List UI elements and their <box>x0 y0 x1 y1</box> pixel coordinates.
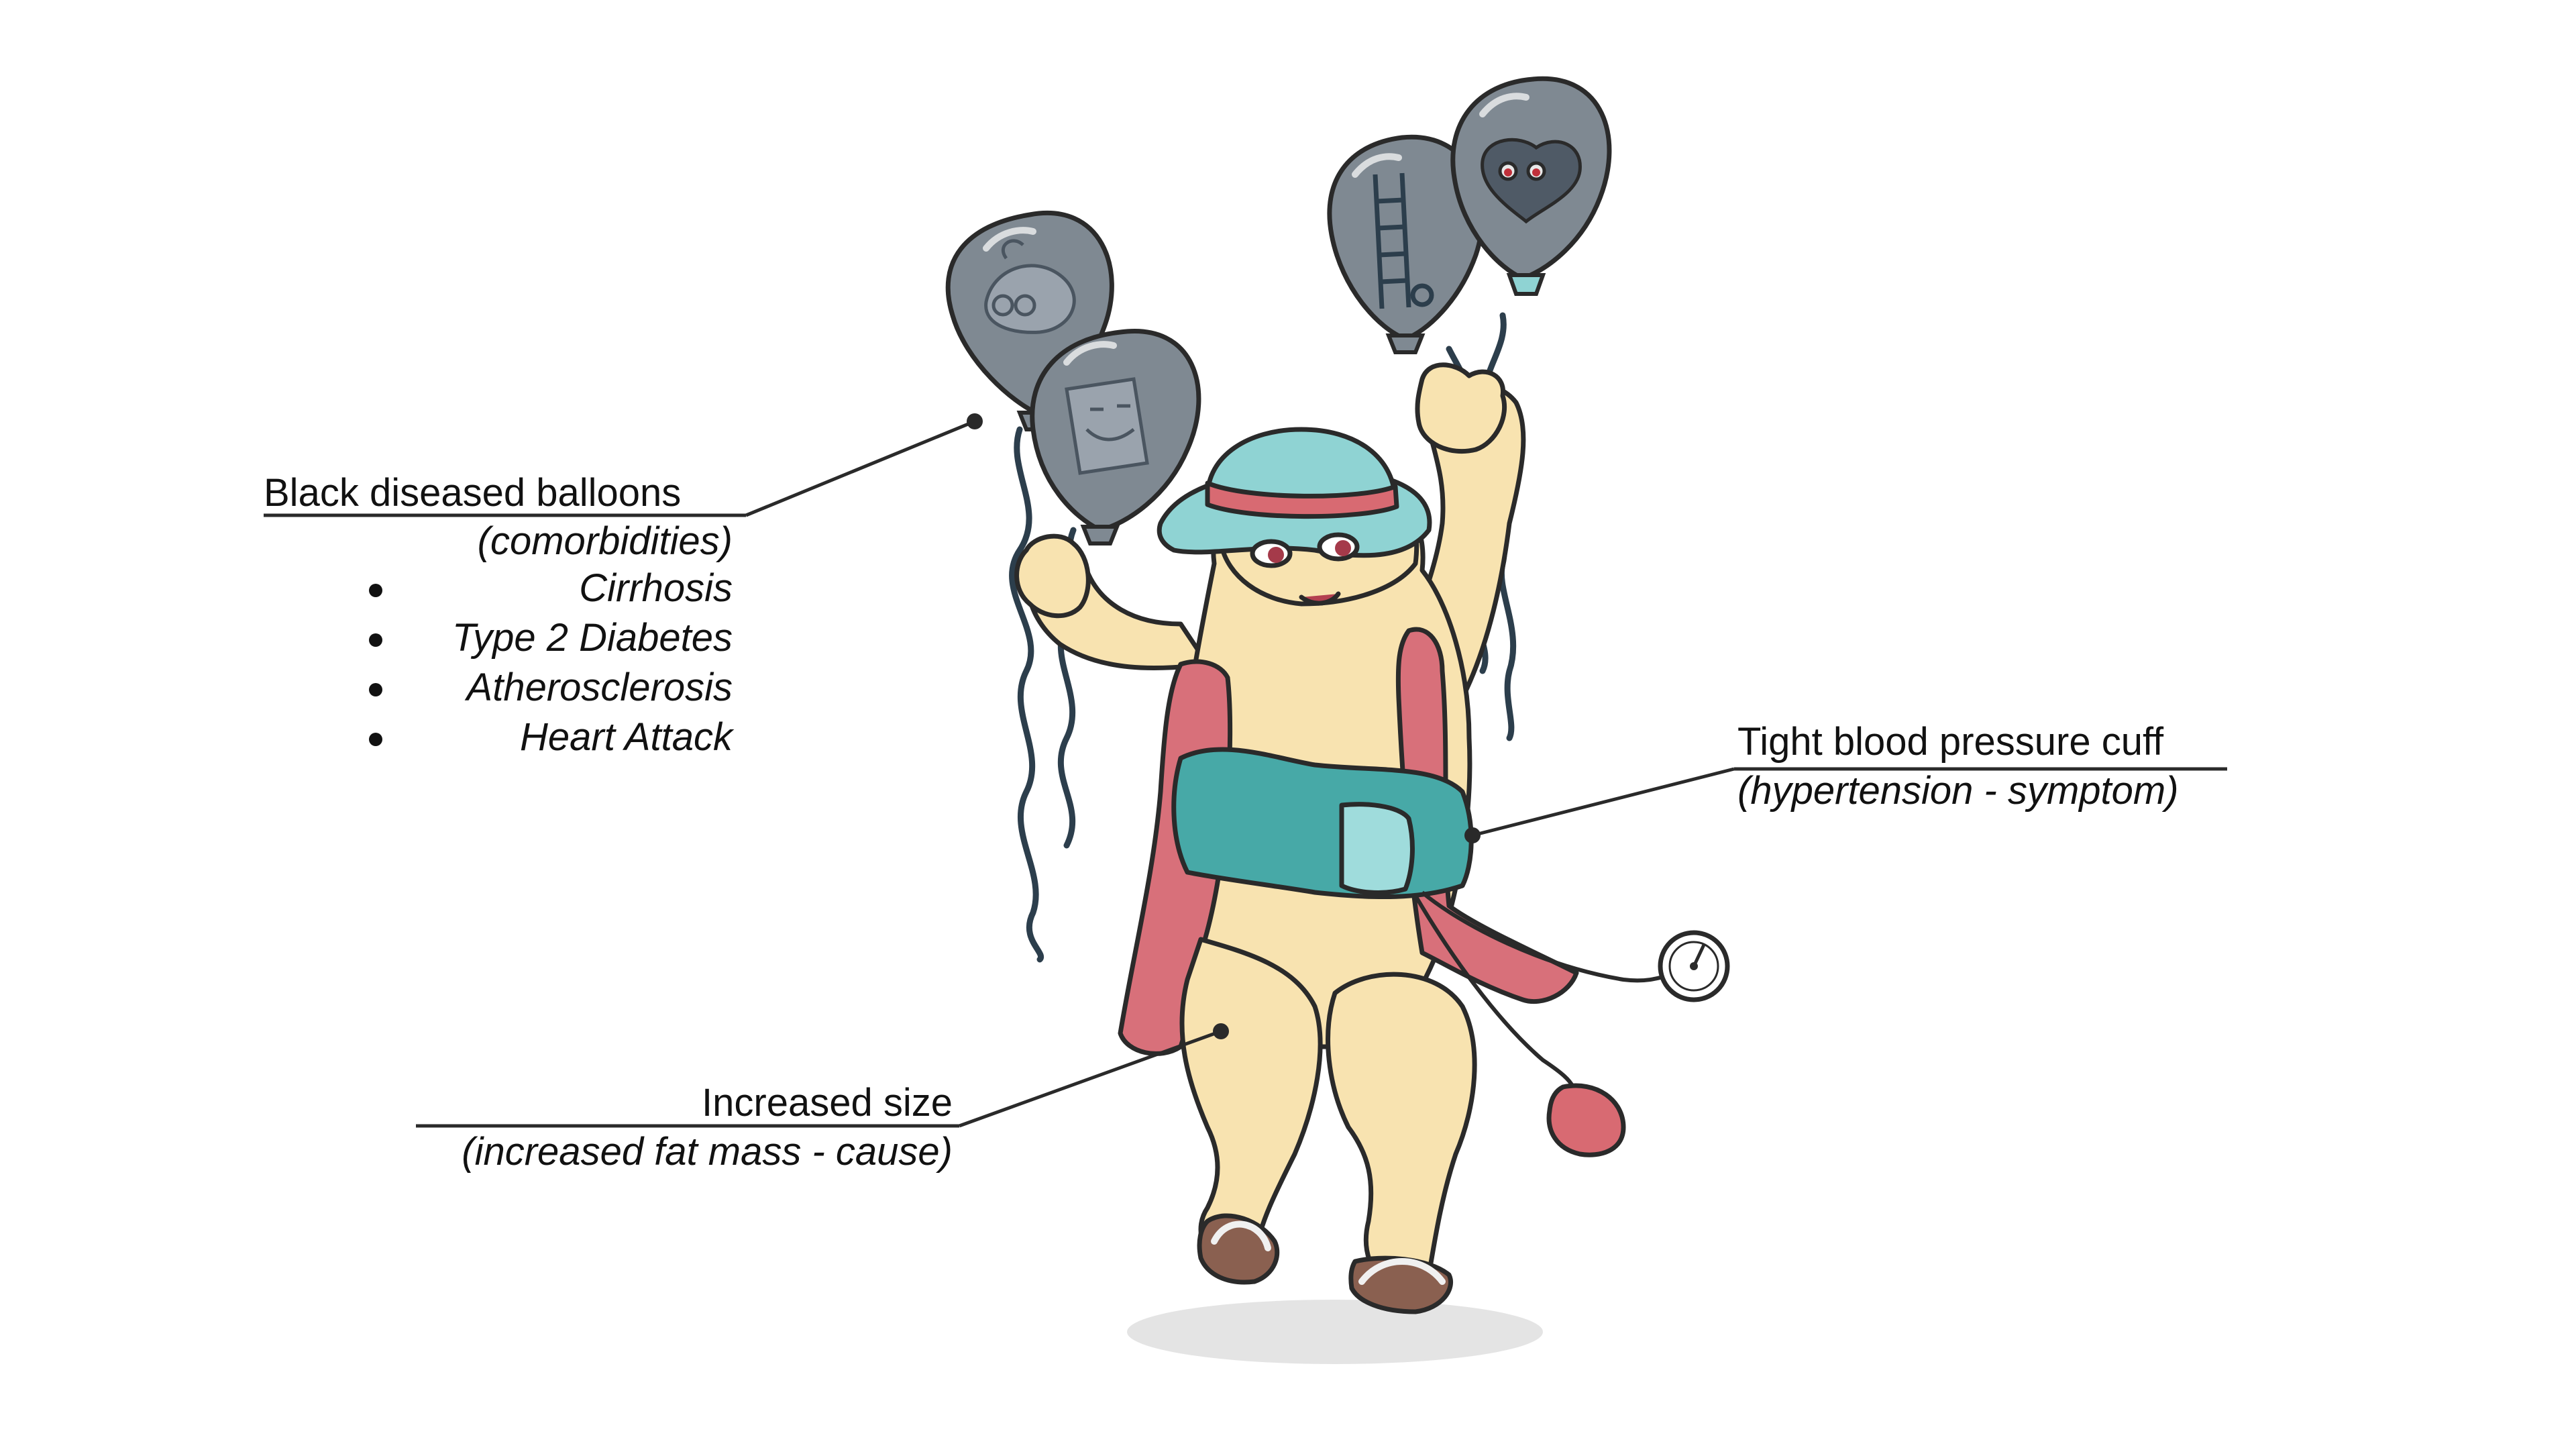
list-item: Type 2 Diabetes <box>369 613 733 663</box>
inflation-bulb-icon <box>1546 1083 1626 1157</box>
cuff-annotation-subtitle: (hypertension - symptom) <box>1737 769 2179 813</box>
size-annotation-subtitle: (increased fat mass - cause) <box>462 1130 953 1174</box>
right-leg <box>1326 972 1477 1291</box>
pancreas-balloon-icon <box>1065 377 1149 475</box>
liver-balloon-icon <box>984 239 1076 334</box>
bp-hoses <box>1413 890 1678 1088</box>
heart-balloon-icon <box>1481 138 1582 224</box>
list-item: Atherosclerosis <box>369 663 733 713</box>
cuff-patch <box>1339 802 1415 895</box>
balloons-annotation-subtitle: (comorbidities) <box>477 519 733 563</box>
left-hand <box>1014 533 1091 619</box>
balloons-annotation-title: Black diseased balloons <box>264 471 682 515</box>
ladder-balloon <box>1327 134 1485 354</box>
size-annotation-title: Increased size <box>702 1081 953 1125</box>
pancreas-balloon <box>1030 329 1201 545</box>
leader-lines <box>264 419 2227 1128</box>
character <box>1014 362 1579 1314</box>
ground-shadow <box>1127 1300 1543 1364</box>
heart-balloon <box>1450 76 1612 296</box>
raised-hand <box>1415 362 1507 454</box>
leader-dots <box>967 413 1481 1039</box>
mouth <box>1299 591 1341 606</box>
list-item: Heart Attack <box>369 713 733 762</box>
list-item: Cirrhosis <box>369 564 733 613</box>
ladder-artery-balloon-icon <box>1373 172 1434 309</box>
right-sandal <box>1348 1255 1453 1314</box>
pressure-gauge-icon <box>1658 930 1730 1002</box>
hat-band <box>1205 480 1399 519</box>
left-leg <box>1179 937 1323 1271</box>
cuff-annotation-title: Tight blood pressure cuff <box>1737 720 2164 764</box>
comorbidity-list: Cirrhosis Type 2 Diabetes Atherosclerosi… <box>369 564 733 762</box>
left-balloon-strings <box>1009 426 1078 963</box>
